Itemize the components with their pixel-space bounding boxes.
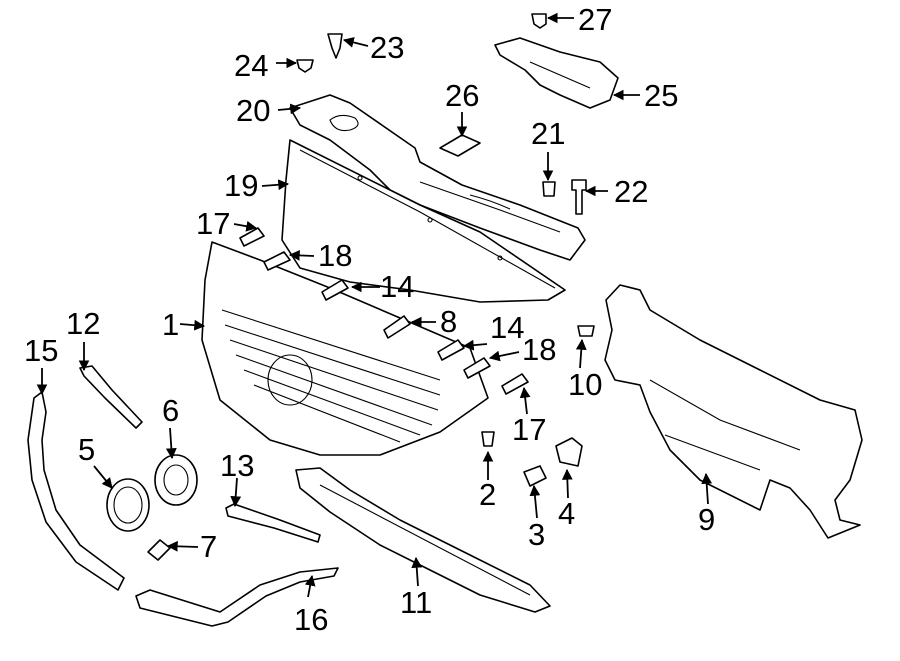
callout-4: 4	[558, 496, 575, 531]
callout-5: 5	[78, 432, 95, 467]
callout-12: 12	[66, 306, 100, 341]
part-upper-shield	[289, 94, 586, 261]
callout-27: 27	[578, 2, 612, 37]
callout-20: 20	[236, 93, 270, 128]
callout-19: 19	[224, 168, 258, 203]
part-pad	[439, 134, 481, 157]
callout-17b: 17	[512, 412, 546, 447]
part-bracket-4	[555, 437, 583, 467]
part-push-pin-23	[327, 33, 343, 59]
part-clip-24	[296, 59, 314, 73]
callout-10: 10	[568, 367, 602, 402]
callout-24: 24	[234, 48, 268, 83]
callout-16: 16	[294, 602, 328, 637]
callout-3: 3	[528, 517, 545, 552]
callout-14b: 14	[490, 310, 524, 345]
callout-6: 6	[162, 393, 179, 428]
part-lower-trim	[135, 567, 339, 627]
callout-labels: 1 2 3 4 5 6 7 8 9 10 11 12 13 14 14 15 1…	[24, 2, 715, 637]
part-bolt-22	[571, 179, 587, 215]
callout-8: 8	[440, 304, 457, 339]
part-grille-seal-panel	[281, 139, 566, 303]
leader-lines	[36, 12, 713, 598]
part-cover-plate	[494, 37, 619, 109]
callout-13: 13	[220, 448, 254, 483]
part-screw-17a	[239, 227, 265, 247]
callout-23: 23	[370, 30, 404, 65]
part-emblem-bracket	[154, 454, 198, 506]
part-upper-molding	[79, 365, 143, 429]
part-side-molding	[27, 391, 125, 591]
callout-25: 25	[644, 78, 678, 113]
callout-18b: 18	[522, 332, 556, 367]
part-screw-14a	[321, 279, 349, 301]
callout-17a: 17	[196, 206, 230, 241]
part-lower-bracket	[295, 467, 551, 613]
part-screw-8	[383, 315, 411, 339]
callout-18a: 18	[318, 238, 352, 273]
callout-11: 11	[400, 585, 432, 620]
part-carrier	[604, 284, 863, 539]
callout-14a: 14	[380, 269, 414, 304]
part-lower-molding	[225, 503, 321, 543]
callout-15: 15	[24, 333, 58, 368]
part-bracket-3	[523, 465, 547, 487]
callout-9: 9	[698, 502, 715, 537]
callout-21: 21	[531, 116, 565, 151]
part-nut-21	[542, 181, 556, 197]
part-pin-2	[481, 431, 495, 447]
callout-2: 2	[479, 477, 496, 512]
callout-22: 22	[614, 174, 648, 209]
callout-1: 1	[162, 307, 179, 342]
part-grille	[201, 241, 489, 456]
part-screw-18b	[463, 357, 491, 379]
part-emblem	[106, 478, 150, 532]
part-push-rivet-27	[531, 13, 547, 29]
callout-26: 26	[445, 78, 479, 113]
part-push-rivet-10	[577, 325, 595, 337]
part-clip	[147, 539, 171, 561]
callout-7: 7	[200, 529, 217, 564]
part-screw-17b	[501, 373, 529, 395]
